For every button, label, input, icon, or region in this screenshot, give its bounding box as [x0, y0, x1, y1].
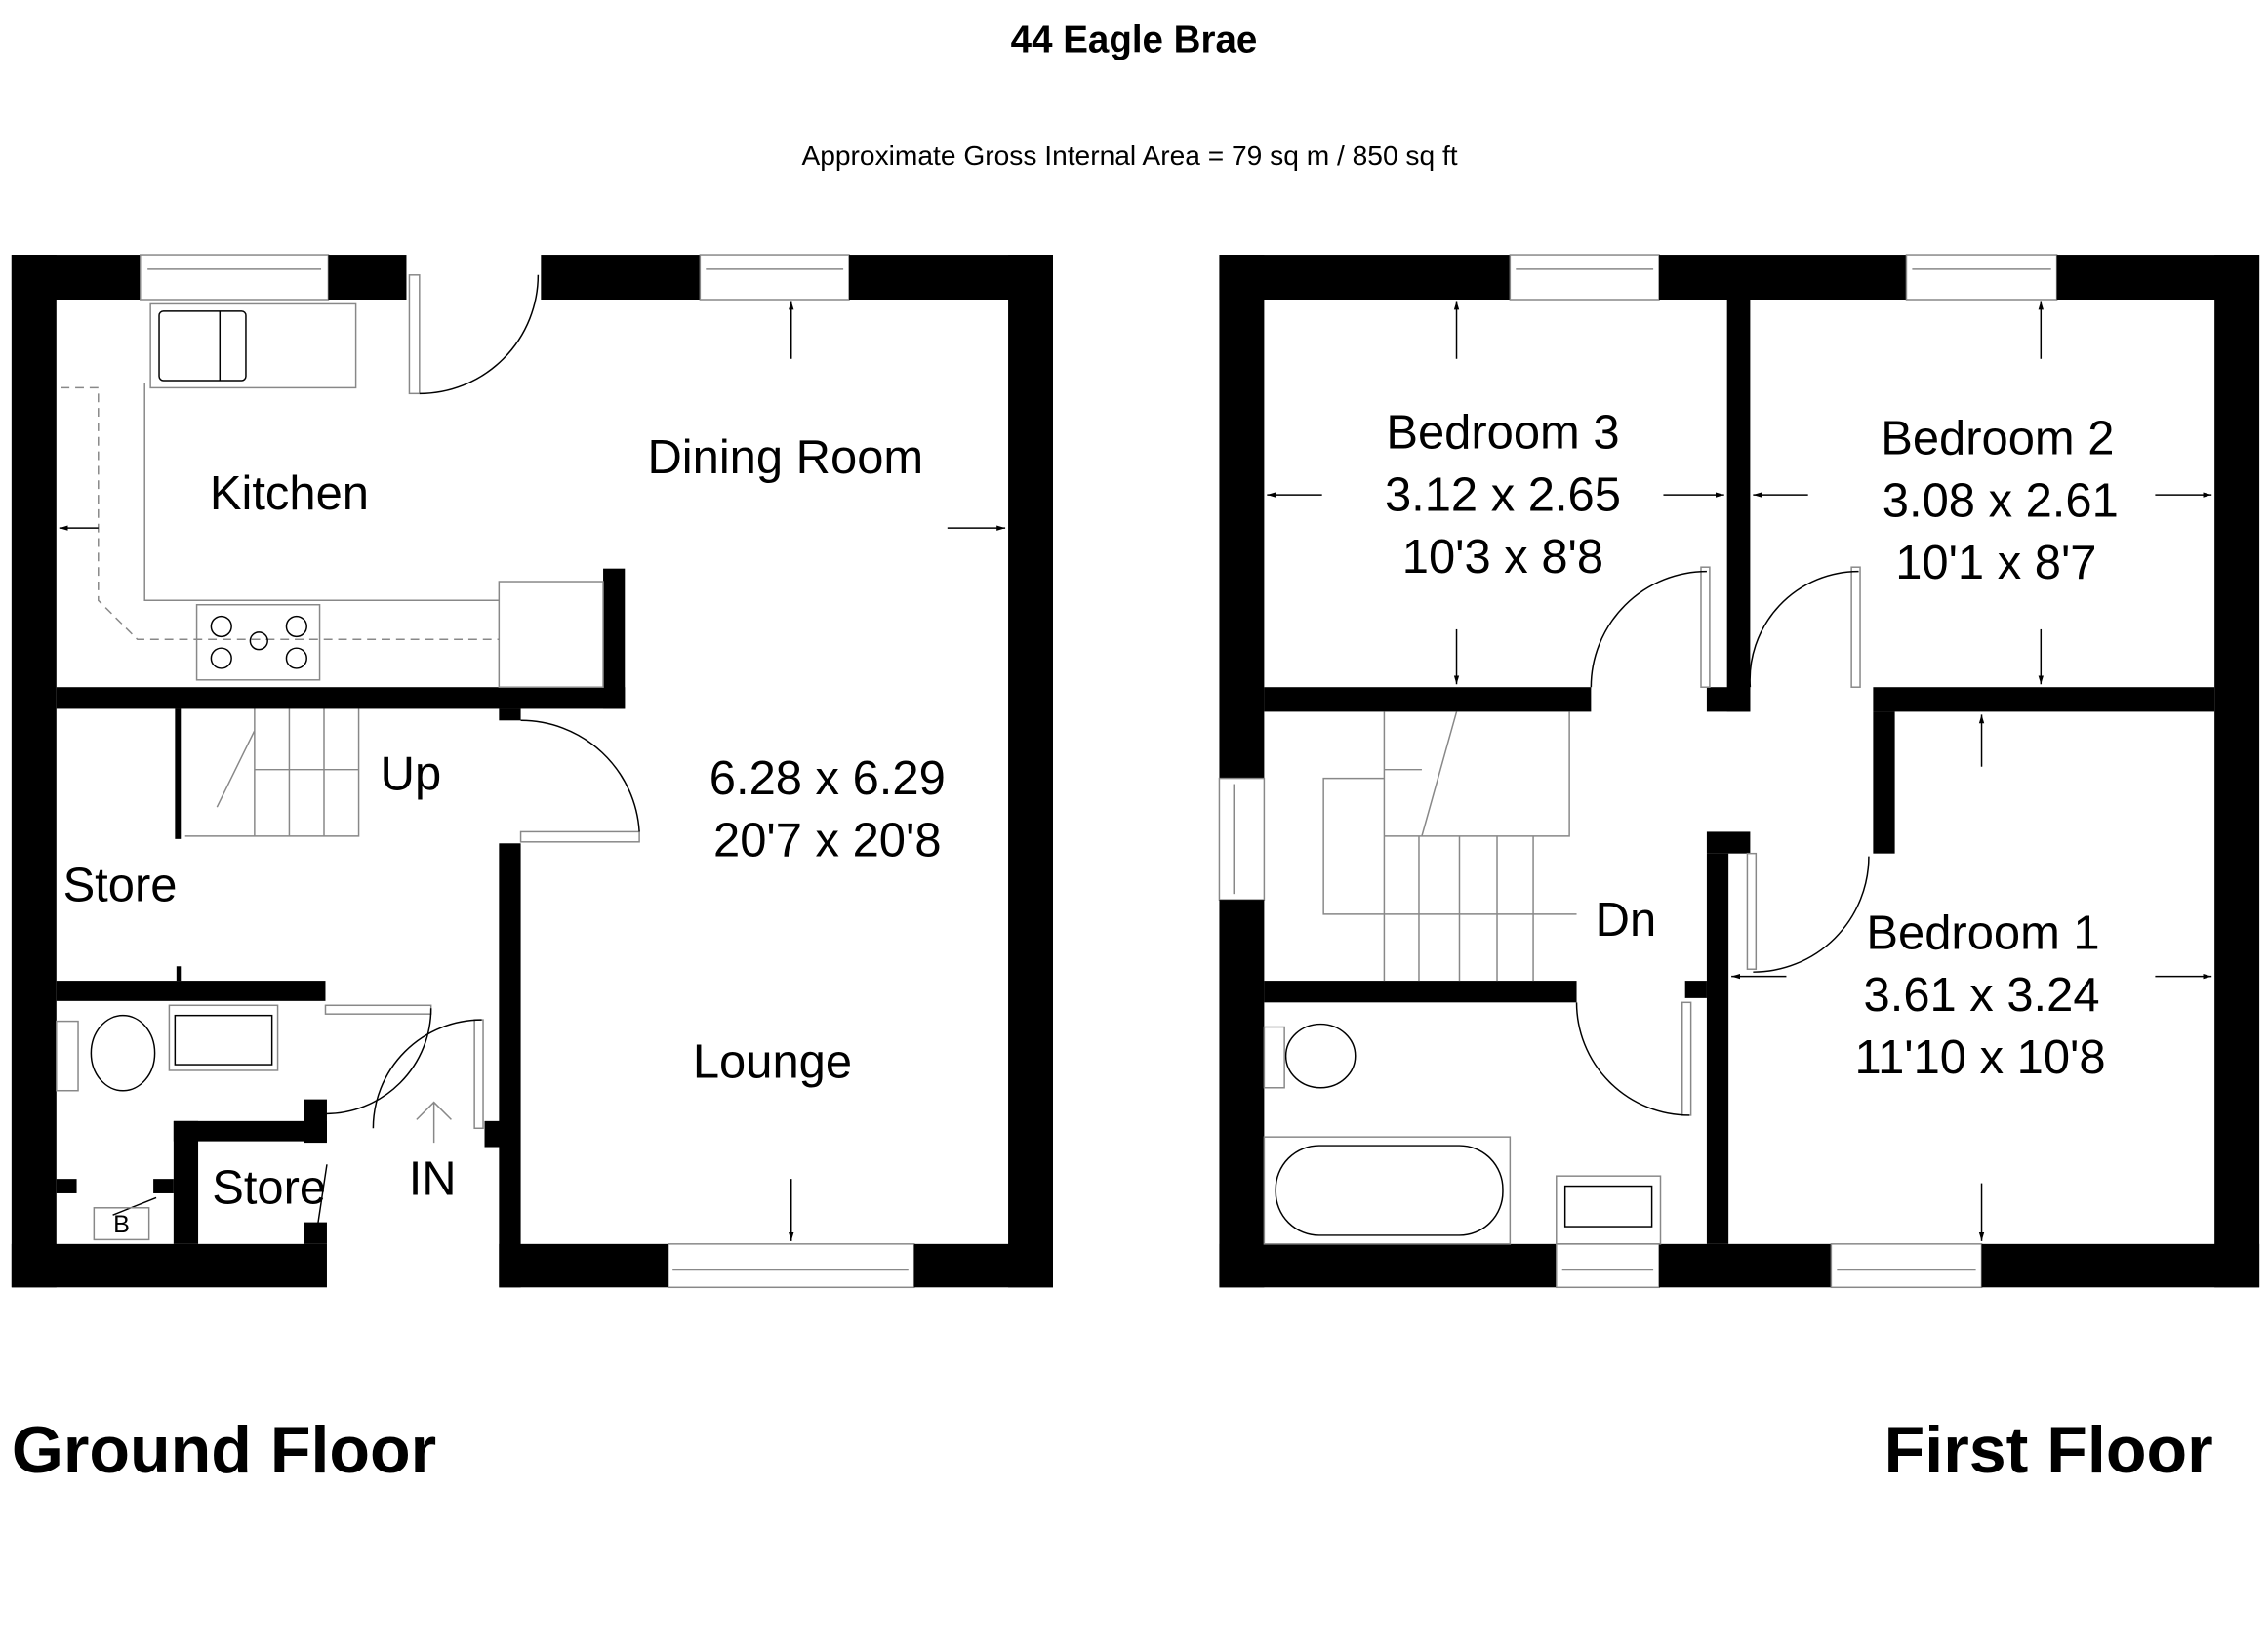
bedroom-2-dimensions-metric: 3.08 x 2.61	[1883, 474, 2119, 527]
bedroom-3-dimensions-imperial: 10'3 x 8'8	[1402, 531, 1603, 584]
property-title: 44 Eagle Brae	[1011, 20, 1258, 61]
room-label-store-2: Store	[212, 1161, 326, 1214]
gross-area: Approximate Gross Internal Area = 79 sq …	[801, 141, 1457, 171]
bedroom-1-dimensions-imperial: 11'10 x 10'8	[1855, 1031, 2106, 1084]
room-label-kitchen: Kitchen	[210, 467, 369, 520]
room-label-bedroom-1: Bedroom 1	[1866, 907, 2099, 959]
room-label-bedroom-3: Bedroom 3	[1386, 407, 1619, 460]
room-label-lounge: Lounge	[693, 1035, 852, 1088]
boiler-label: B	[113, 1211, 130, 1238]
room-label-dining-room: Dining Room	[647, 431, 923, 484]
stairs-up-label: Up	[381, 747, 442, 800]
ground-floor-plan	[11, 254, 1053, 1289]
ground-floor-label: Ground Floor	[12, 1413, 436, 1487]
first-floor-label: First Floor	[1884, 1413, 2213, 1487]
lounge-dimensions-imperial: 20'7 x 20'8	[713, 815, 941, 867]
stairs-down-label: Dn	[1596, 894, 1657, 947]
bedroom-2-dimensions-imperial: 10'1 x 8'7	[1895, 537, 2096, 589]
bedroom-1-dimensions-metric: 3.61 x 3.24	[1864, 969, 2100, 1022]
entrance-label: IN	[409, 1152, 457, 1205]
room-label-store: Store	[63, 860, 178, 912]
room-label-bedroom-2: Bedroom 2	[1881, 413, 2114, 465]
first-floor-plan	[1218, 254, 2260, 1289]
bedroom-3-dimensions-metric: 3.12 x 2.65	[1385, 468, 1621, 521]
lounge-dimensions-metric: 6.28 x 6.29	[709, 752, 946, 805]
